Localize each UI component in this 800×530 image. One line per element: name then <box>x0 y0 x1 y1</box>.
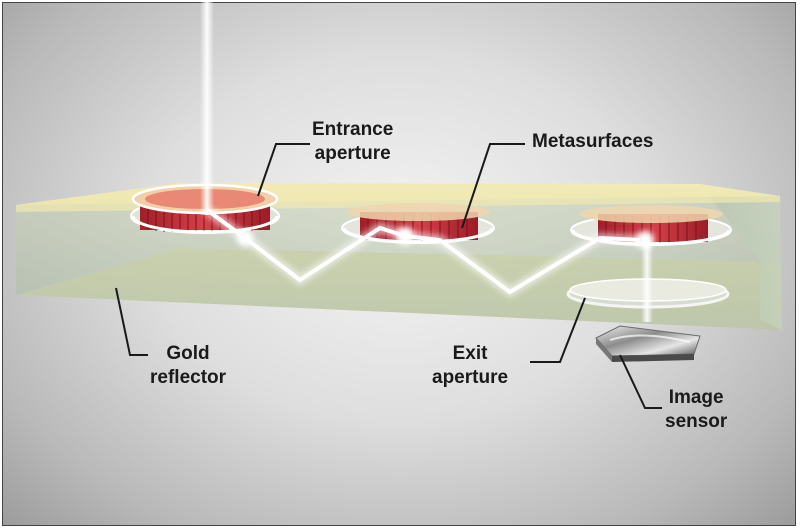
label-metasurfaces-line1: Metasurfaces <box>532 131 654 152</box>
leader-entrance <box>257 143 310 197</box>
label-exit-line2: aperture <box>432 367 509 388</box>
label-sensor-line1: Image <box>668 387 724 408</box>
label-entrance-line2: aperture <box>314 143 391 164</box>
label-entrance-aperture: Entrance aperture <box>312 118 393 166</box>
leader-sensor <box>619 354 662 409</box>
label-gold-line1: Gold <box>166 343 210 364</box>
image-sensor-chip <box>595 325 701 362</box>
label-gold-line2: reflector <box>150 367 227 388</box>
metasurface-3 <box>570 205 732 246</box>
label-exit-line1: Exit <box>452 343 488 364</box>
label-exit-aperture: Exit aperture <box>432 342 508 390</box>
leader-exit <box>530 297 586 363</box>
label-sensor-line2: sensor <box>665 411 728 432</box>
label-gold-reflector: Gold reflector <box>150 342 226 390</box>
leader-gold <box>115 287 148 356</box>
slab-side-face <box>700 184 782 330</box>
leader-lines <box>115 143 662 409</box>
light-beam <box>200 0 654 322</box>
leader-metasurfaces <box>461 143 525 229</box>
label-metasurfaces: Metasurfaces <box>532 130 653 154</box>
label-entrance-line1: Entrance <box>312 119 394 140</box>
label-image-sensor: Image sensor <box>665 386 727 434</box>
